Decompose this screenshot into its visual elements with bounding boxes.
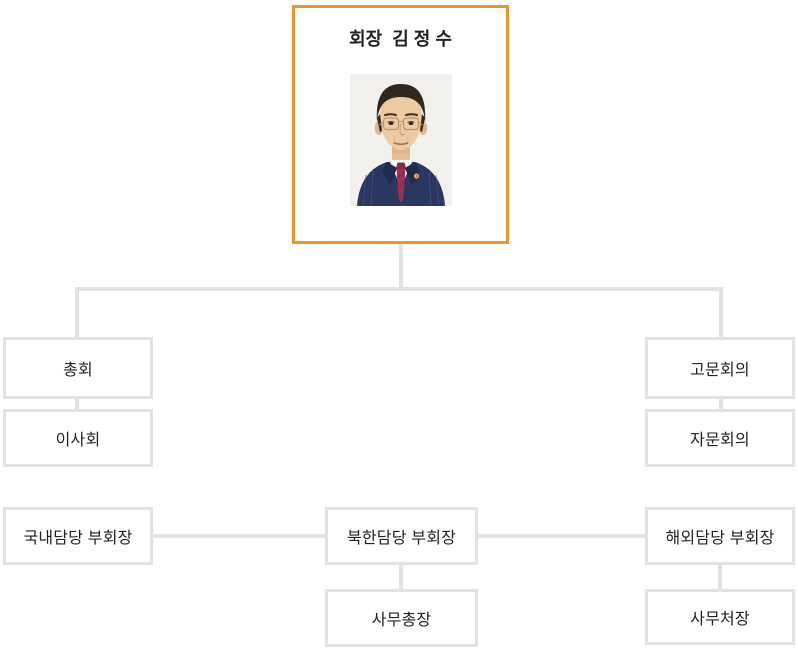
node-label: 이사회: [55, 432, 101, 449]
connector-left-column-gap: [75, 397, 79, 411]
portrait-tie: [395, 162, 406, 203]
node-board-of-directors: 이사회: [3, 409, 153, 467]
node-label: 총회: [63, 362, 93, 379]
chairman-title: 회장 김 정 수: [349, 29, 452, 49]
node-consultative-council: 자문회의: [645, 409, 795, 467]
node-general-assembly: 총회: [3, 337, 153, 399]
node-label: 해외담당 부회장: [665, 530, 775, 547]
chairman-portrait-photo: [349, 73, 452, 206]
node-vice-chair-overseas: 해외담당 부회장: [645, 507, 795, 565]
connector-vice-left: [152, 534, 326, 538]
node-label: 고문회의: [690, 362, 750, 379]
connector-left-drop: [75, 291, 79, 337]
node-vice-chair-domestic: 국내담당 부회장: [3, 507, 153, 565]
connector-root-drop: [399, 244, 403, 291]
node-label: 북한담당 부회장: [346, 530, 457, 547]
connector-right-drop: [719, 291, 723, 337]
connector-secretary-general-drop: [399, 563, 403, 590]
portrait-face: [379, 89, 422, 150]
portrait-glasses: [378, 116, 423, 130]
node-advisory-council: 고문회의: [645, 337, 795, 399]
connector-secretariat-director-drop: [718, 563, 722, 590]
node-label: 국내담당 부회장: [23, 530, 133, 547]
node-label: 사무처장: [690, 611, 750, 628]
node-secretariat-director: 사무처장: [645, 589, 795, 645]
node-label: 자문회의: [690, 432, 750, 449]
node-vice-chair-north-korea: 북한담당 부회장: [325, 507, 478, 565]
node-secretary-general: 사무총장: [325, 589, 478, 647]
connector-main-horizontal: [75, 287, 723, 291]
portrait-hair: [376, 83, 425, 122]
node-label: 사무총장: [371, 612, 432, 629]
connector-vice-right: [477, 534, 646, 538]
node-chairman: 회장 김 정 수: [292, 5, 509, 244]
connector-right-column-gap: [719, 397, 723, 411]
